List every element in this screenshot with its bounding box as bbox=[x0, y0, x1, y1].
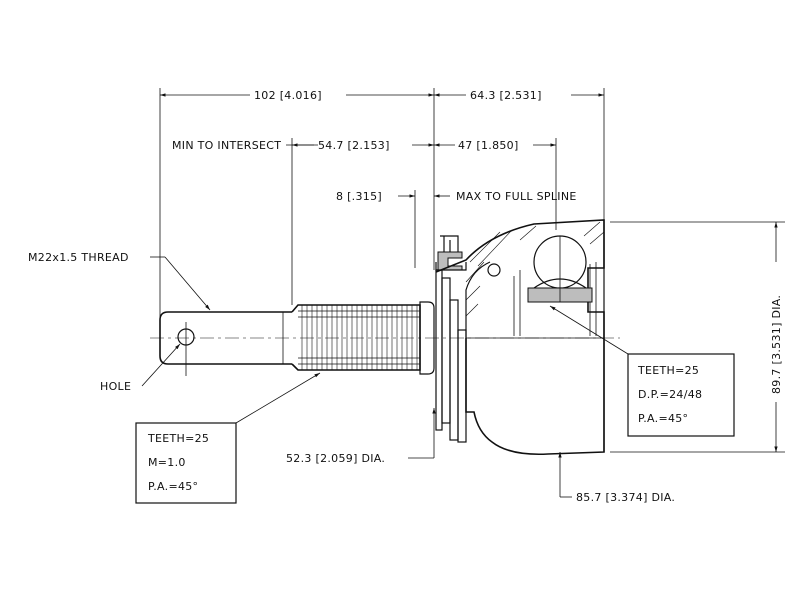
leader-lines bbox=[141, 256, 629, 424]
label-hole: HOLE bbox=[100, 380, 131, 393]
threaded-stub bbox=[159, 311, 292, 365]
dim-min-to-intersect-value: 54.7 [2.153] bbox=[318, 139, 390, 152]
dim-max-to-full-spline: MAX TO FULL SPLINE bbox=[456, 190, 577, 203]
spec-inner-pressure-angle: P.A.=45° bbox=[638, 412, 688, 425]
dim-seal-dia: 52.3 [2.059] DIA. bbox=[286, 452, 385, 465]
dim-outer-dia: 89.7 [3.531] DIA. bbox=[770, 295, 783, 394]
spec-outer-module: M=1.0 bbox=[148, 456, 186, 469]
dim-min-to-intersect-label: MIN TO INTERSECT bbox=[172, 139, 281, 152]
dim-body-dia: 85.7 [3.374] DIA. bbox=[576, 491, 675, 504]
spec-outer-teeth: TEETH=25 bbox=[147, 432, 209, 445]
dimension-lines bbox=[160, 93, 778, 498]
spec-inner-dp: D.P.=24/48 bbox=[638, 388, 702, 401]
spec-outer-pressure-angle: P.A.=45° bbox=[148, 480, 198, 493]
dim-outer-length: 64.3 [2.531] bbox=[470, 89, 542, 102]
seal-rings bbox=[435, 235, 467, 443]
extension-lines bbox=[159, 88, 785, 453]
label-thread: M22x1.5 THREAD bbox=[28, 251, 129, 264]
ball-cage bbox=[527, 235, 593, 303]
spec-box-outer-spline: TEETH=25 M=1.0 P.A.=45° bbox=[135, 422, 237, 504]
outer-housing bbox=[435, 219, 605, 456]
dim-overall-length: 102 [4.016] bbox=[254, 89, 322, 102]
outer-spline bbox=[291, 301, 435, 375]
dim-offset: 8 [.315] bbox=[336, 190, 382, 203]
spec-box-inner-spline: TEETH=25 D.P.=24/48 P.A.=45° bbox=[627, 353, 735, 437]
cross-hole bbox=[177, 322, 195, 376]
dim-spline-length: 47 [1.850] bbox=[458, 139, 519, 152]
spec-inner-teeth: TEETH=25 bbox=[637, 364, 699, 377]
